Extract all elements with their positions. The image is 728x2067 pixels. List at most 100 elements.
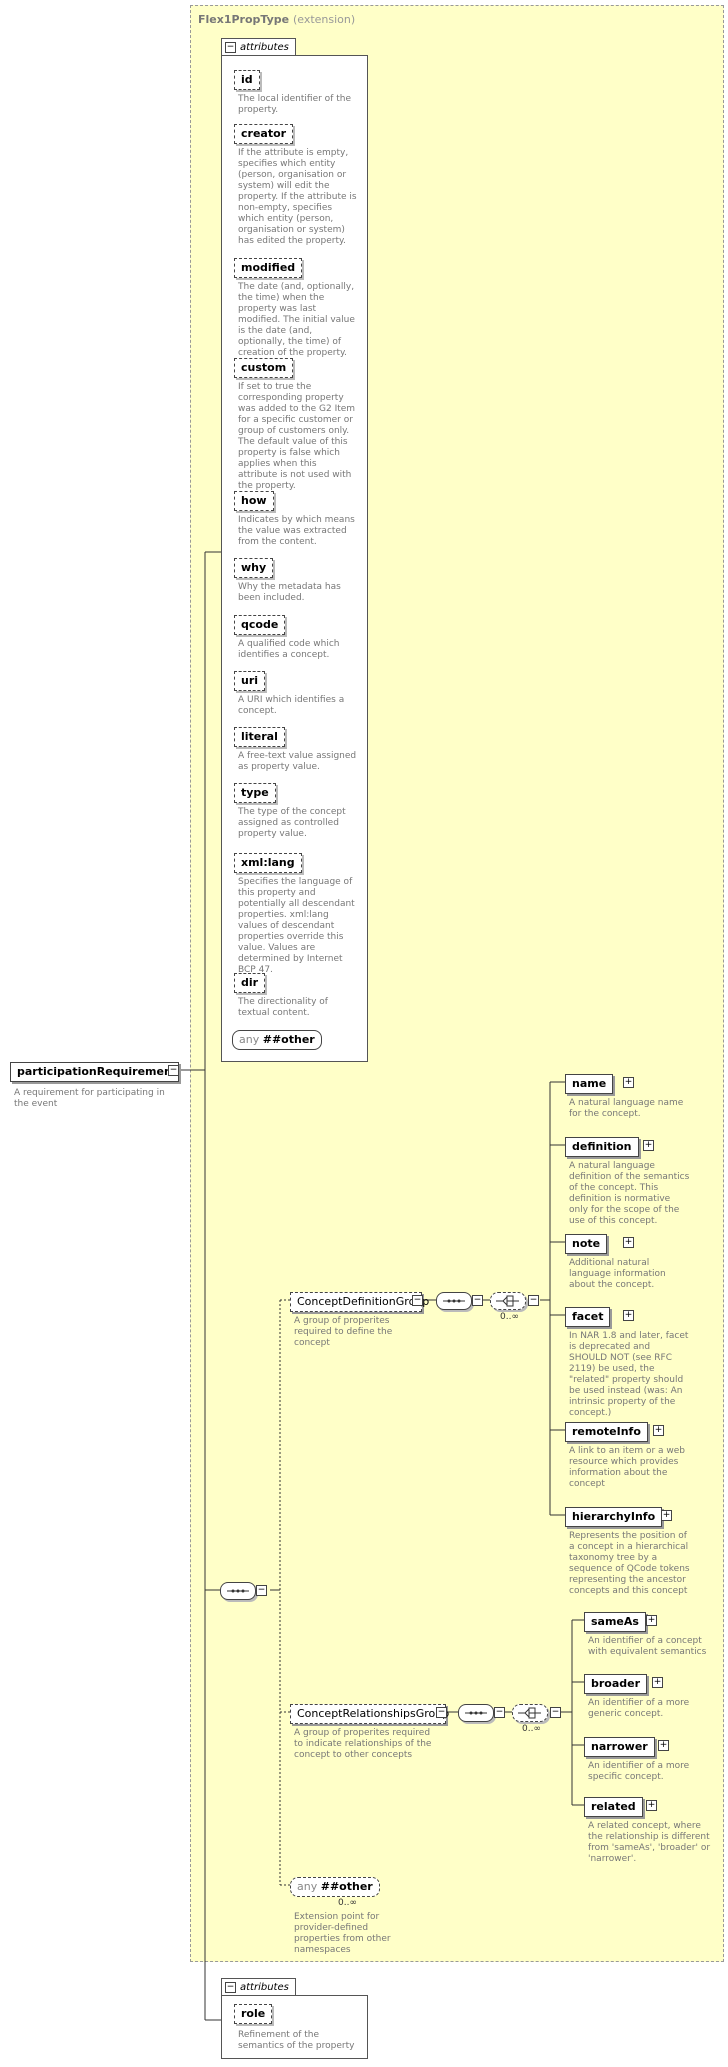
element-desc: A link to an item or a web resource whic…: [569, 1446, 686, 1489]
element-facet[interactable]: facet: [565, 1307, 611, 1327]
expand-icon[interactable]: +: [623, 1077, 634, 1088]
expand-icon[interactable]: +: [661, 1510, 672, 1521]
any-value: ##other: [262, 1033, 315, 1046]
element-name: sameAs: [591, 1615, 639, 1628]
concept-definition-group-collapse-icon[interactable]: −: [412, 1295, 423, 1306]
element-desc: An identifier of a concept with equivale…: [588, 1636, 707, 1657]
attribute-role-name: role: [241, 2007, 266, 2020]
attribute-custom[interactable]: custom: [234, 358, 294, 378]
attribute-name: modified: [241, 261, 296, 274]
element-name: hierarchyInfo: [572, 1510, 656, 1523]
element-desc: An identifier of a more generic concept.: [588, 1698, 690, 1719]
expand-icon[interactable]: +: [646, 1615, 657, 1626]
extension-label: (extension): [292, 13, 356, 26]
element-note[interactable]: note: [565, 1234, 608, 1254]
element-name: related: [591, 1800, 636, 1813]
bottom-attributes-tab[interactable]: − attributes: [221, 1978, 296, 1997]
choice-icon: [496, 1295, 519, 1307]
attribute-xml-lang[interactable]: xml:lang: [234, 853, 302, 873]
attribute-how[interactable]: how: [234, 491, 274, 511]
any-other-occurs: 0..∞: [338, 1898, 357, 1908]
attribute-desc: The date (and, optionally, the time) whe…: [238, 282, 355, 358]
element-broader[interactable]: broader: [584, 1674, 648, 1694]
element-hierarchyinfo[interactable]: hierarchyInfo: [565, 1507, 663, 1527]
attribute-name: id: [241, 73, 253, 86]
extension-title: Flex1PropType (extension): [198, 13, 355, 26]
attribute-name: custom: [241, 361, 287, 374]
element-name: facet: [572, 1310, 604, 1323]
expand-icon[interactable]: +: [652, 1677, 663, 1688]
element-name: definition: [572, 1140, 632, 1153]
attributes-tab-label: attributes: [240, 42, 289, 53]
attribute-qcode[interactable]: qcode: [234, 615, 286, 635]
relationships-sequence-collapse-icon[interactable]: −: [494, 1707, 505, 1718]
concept-relationships-group[interactable]: ConceptRelationshipsGroup: [290, 1704, 450, 1724]
concept-relationships-group-desc: A group of properites required to indica…: [294, 1728, 432, 1760]
attribute-dir[interactable]: dir: [234, 973, 266, 993]
element-desc: In NAR 1.8 and later, facet is deprecate…: [569, 1331, 689, 1418]
element-name: name: [572, 1077, 607, 1090]
expand-icon[interactable]: +: [623, 1237, 634, 1248]
element-desc: Additional natural language information …: [569, 1258, 666, 1290]
root-collapse-icon[interactable]: −: [168, 1065, 179, 1076]
element-desc: Represents the position of a concept in …: [569, 1531, 690, 1596]
relationships-choice-compositor: [512, 1704, 548, 1722]
definition-sequence-collapse-icon[interactable]: −: [472, 1295, 483, 1306]
attribute-creator[interactable]: creator: [234, 124, 294, 144]
relationships-sequence-compositor: [458, 1704, 494, 1722]
attribute-name: creator: [241, 127, 287, 140]
element-desc: A natural language name for the concept.: [569, 1098, 684, 1119]
attribute-modified[interactable]: modified: [234, 258, 303, 278]
attribute-type[interactable]: type: [234, 783, 276, 803]
concept-definition-group-name: ConceptDefinitionGroup: [297, 1295, 430, 1308]
expand-icon[interactable]: +: [653, 1425, 664, 1436]
attribute-desc: A free-text value assigned as property v…: [238, 751, 357, 772]
element-narrower[interactable]: narrower: [584, 1737, 655, 1757]
expand-icon[interactable]: +: [623, 1310, 634, 1321]
element-desc: A related concept, where the relationshi…: [588, 1821, 711, 1864]
attribute-literal[interactable]: literal: [234, 727, 285, 747]
concept-relationships-group-collapse-icon[interactable]: −: [436, 1707, 447, 1718]
collapse-icon[interactable]: −: [225, 42, 236, 53]
expand-icon[interactable]: +: [658, 1740, 669, 1751]
expand-icon[interactable]: +: [646, 1800, 657, 1811]
element-name[interactable]: name: [565, 1074, 614, 1094]
collapse-icon[interactable]: −: [225, 1982, 236, 1993]
attribute-why[interactable]: why: [234, 558, 274, 578]
relationships-choice-occurs: 0..∞: [522, 1724, 541, 1734]
any-label: any: [239, 1033, 260, 1046]
expand-icon[interactable]: +: [643, 1140, 654, 1151]
element-sameas[interactable]: sameAs: [584, 1612, 646, 1632]
element-related[interactable]: related: [584, 1797, 643, 1817]
root-element[interactable]: participationRequirement: [10, 1062, 179, 1082]
attribute-uri[interactable]: uri: [234, 671, 266, 691]
attribute-any-other[interactable]: any ##other: [232, 1030, 322, 1050]
attribute-name: why: [241, 561, 267, 574]
extension-type-name: Flex1PropType: [198, 13, 290, 26]
definition-choice-collapse-icon[interactable]: −: [528, 1295, 539, 1306]
any-other-value: ##other: [320, 1880, 373, 1893]
definition-sequence-compositor: [436, 1292, 472, 1310]
attribute-desc: A qualified code which identifies a conc…: [238, 639, 340, 660]
concept-definition-group[interactable]: ConceptDefinitionGroup: [290, 1292, 429, 1312]
attributes-tab[interactable]: − attributes: [221, 38, 296, 57]
attribute-name: dir: [241, 976, 259, 989]
element-desc: A natural language definition of the sem…: [569, 1161, 690, 1226]
sequence-collapse-icon[interactable]: −: [256, 1585, 267, 1596]
attribute-id[interactable]: id: [234, 70, 260, 90]
attribute-desc: A URI which identifies a concept.: [238, 695, 345, 716]
sequence-icon: [465, 1711, 487, 1715]
attribute-desc: Indicates by which means the value was e…: [238, 515, 355, 547]
element-definition[interactable]: definition: [565, 1137, 639, 1157]
definition-choice-occurs: 0..∞: [500, 1312, 519, 1322]
concept-relationships-group-name: ConceptRelationshipsGroup: [297, 1707, 450, 1720]
element-remoteinfo[interactable]: remoteInfo: [565, 1422, 648, 1442]
attribute-name: uri: [241, 674, 259, 687]
attribute-desc: Why the metadata has been included.: [238, 582, 341, 603]
any-other-desc: Extension point for provider-defined pro…: [294, 1912, 391, 1955]
attribute-role[interactable]: role: [234, 2004, 273, 2024]
relationships-choice-collapse-icon[interactable]: −: [550, 1707, 561, 1718]
any-other-element[interactable]: any ##other: [290, 1877, 380, 1897]
element-name: note: [572, 1237, 601, 1250]
concept-definition-group-desc: A group of properites required to define…: [294, 1316, 393, 1348]
